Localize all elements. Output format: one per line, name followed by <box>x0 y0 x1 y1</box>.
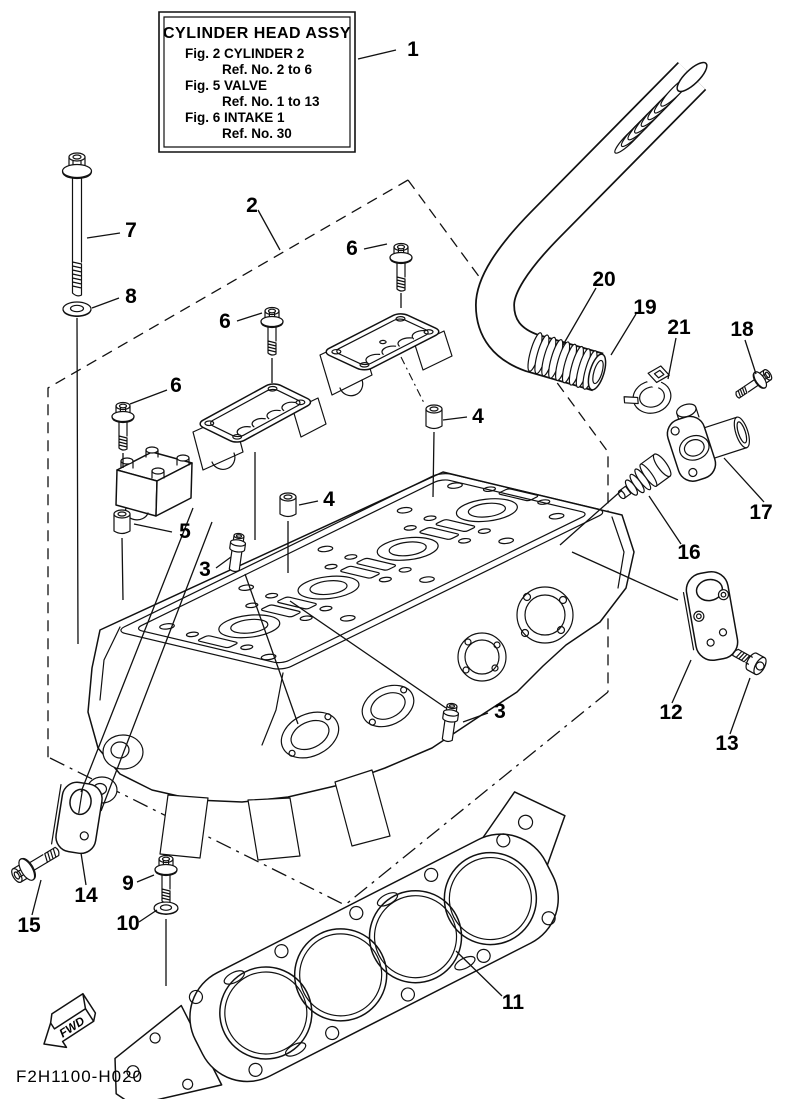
bolt-18 <box>730 364 776 405</box>
cap-bosses <box>121 447 189 478</box>
info-box-line-6: Ref. No. 30 <box>222 126 292 141</box>
callout-8: 8 <box>125 285 137 308</box>
cam-journal <box>418 485 555 536</box>
bolt-15 <box>6 839 66 889</box>
cylinder-head <box>87 472 634 860</box>
bolt-6-left <box>111 401 135 451</box>
cam-cap-medium <box>193 382 326 470</box>
callout-21: 21 <box>667 316 691 339</box>
callout-7: 7 <box>125 219 137 242</box>
callout-18: 18 <box>730 318 754 341</box>
callout-10: 10 <box>116 912 139 935</box>
info-box-line-5: Fig. 6 INTAKE 1 <box>185 110 285 125</box>
callout-6-top: 6 <box>346 237 358 260</box>
callout-20: 20 <box>592 268 615 291</box>
info-box-line-1: Fig. 2 CYLINDER 2 <box>185 46 304 61</box>
callouts: 1 2 7 8 6 6 6 20 19 21 18 4 4 5 3 17 16 … <box>17 38 772 1014</box>
callout-3-lower: 3 <box>494 700 506 723</box>
cam-cap-small <box>116 447 192 520</box>
info-box-line-2: Ref. No. 2 to 6 <box>222 62 313 77</box>
callout-11: 11 <box>502 991 525 1014</box>
hose-end-top <box>673 58 711 95</box>
info-box-title: CYLINDER HEAD ASSY <box>163 25 351 42</box>
info-box-line-4: Ref. No. 1 to 13 <box>222 94 320 109</box>
callout-2: 2 <box>246 194 258 217</box>
thermostat-housing-17 <box>660 389 758 485</box>
callout-3-upper: 3 <box>199 558 211 581</box>
callout-15: 15 <box>17 914 41 937</box>
head-front-flange <box>355 677 420 734</box>
callout-13: 13 <box>715 732 738 755</box>
callout-9: 9 <box>122 872 134 895</box>
callout-16: 16 <box>677 541 700 564</box>
gasket-bolt-holes <box>186 828 559 1090</box>
callout-17: 17 <box>749 501 772 524</box>
assembly-lines <box>77 293 678 986</box>
washer-8 <box>62 301 92 318</box>
dowel-4-right <box>425 404 443 430</box>
head-end-flanges <box>458 587 573 681</box>
dowel-5 <box>113 509 131 535</box>
bolt-6-middle <box>260 306 284 356</box>
leader-lines <box>32 50 764 996</box>
callout-14: 14 <box>74 884 98 907</box>
head-leg <box>335 770 390 846</box>
head-top-face <box>115 472 608 671</box>
callout-5: 5 <box>179 520 191 543</box>
cap-dowel-axis <box>401 357 424 403</box>
head-leg <box>248 798 300 860</box>
head-gasket-11 <box>76 777 609 1099</box>
breather-hose <box>495 58 711 391</box>
bolt-9 <box>154 854 178 904</box>
bolt-13 <box>729 643 768 676</box>
callout-4-right: 4 <box>472 405 484 428</box>
callout-6-left: 6 <box>170 374 182 397</box>
cam-journal <box>339 523 476 574</box>
callout-1: 1 <box>407 38 419 61</box>
fwd-arrow: FWD <box>33 994 103 1057</box>
head-bolt-holes <box>148 482 576 661</box>
hose-clamp-21 <box>618 365 677 420</box>
head-front-flange <box>274 703 346 766</box>
diagram-code: F2H1100-H020 <box>16 1067 143 1086</box>
head-leg <box>160 795 208 858</box>
anode-16 <box>612 452 674 507</box>
cam-journal <box>181 601 318 652</box>
dowel-4-left <box>279 492 297 518</box>
callout-12: 12 <box>659 701 682 724</box>
info-box: CYLINDER HEAD ASSY Fig. 2 CYLINDER 2 Ref… <box>159 12 355 152</box>
washer-10 <box>153 901 179 915</box>
bolt-7 <box>63 153 92 296</box>
hose-corrugation-bottom <box>525 332 600 391</box>
cam-cap-large <box>320 312 452 396</box>
bolt-6-top <box>389 242 413 292</box>
cam-journal <box>260 562 397 613</box>
bracket-12 <box>681 569 741 663</box>
callout-19: 19 <box>633 296 656 319</box>
info-box-line-3: Fig. 5 VALVE <box>185 78 267 93</box>
callout-6-middle: 6 <box>219 310 231 333</box>
callout-4-left: 4 <box>323 488 335 511</box>
bracket-14 <box>51 780 104 856</box>
